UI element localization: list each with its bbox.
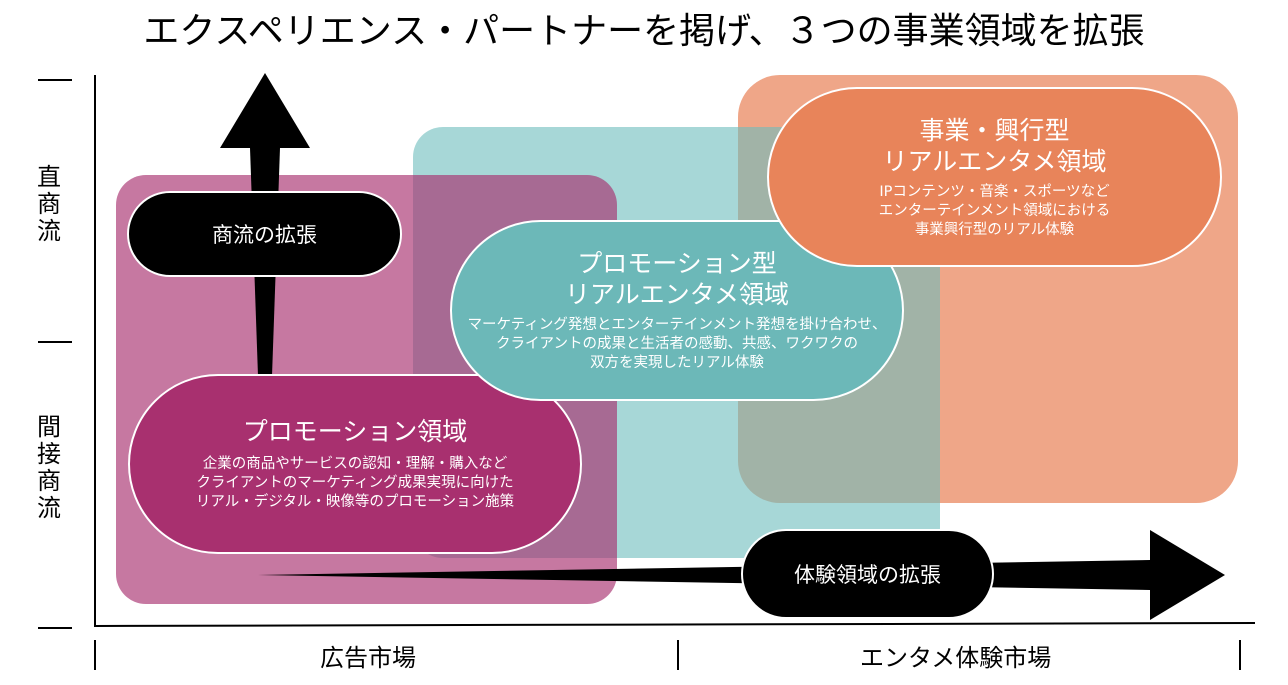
title-line: リアルエンタメ領域 [564, 280, 789, 309]
domain-title: プロモーション型 リアルエンタメ領域 [565, 248, 789, 310]
desc-line: エンターテインメント領域における [878, 202, 1111, 219]
up-arrow-head-icon [220, 73, 310, 148]
title-line: 事業・興行型 [919, 115, 1070, 145]
title-line: プロモーション型 [577, 249, 777, 278]
title-line: リアルエンタメ領域 [882, 146, 1107, 176]
domain-description: マーケティング発想とエンターテインメント発想を掛け合わせ、 クライアントの成果と… [468, 316, 887, 373]
desc-line: IPコンテンツ・音楽・スポーツなど [879, 183, 1110, 200]
x-label-ent-market: エンタメ体験市場 [860, 644, 1052, 672]
event-entertainment-domain: 事業・興行型 リアルエンタメ領域 IPコンテンツ・音楽・スポーツなど エンターテ… [767, 87, 1222, 267]
right-arrow-shaft [258, 560, 1150, 590]
desc-line: クライアントの成果と生活者の感動、共感、ワクワクの [496, 336, 858, 352]
commerce-expansion-label: 商流の拡張 [127, 191, 402, 277]
page-title: エクスペリエンス・パートナーを掲げ、３つの事業領域を拡張 [143, 11, 1145, 52]
desc-line: マーケティング発想とエンターテインメント発想を掛け合わせ、 [467, 317, 887, 333]
desc-line: リアル・デジタル・映像等のプロモーション施策 [195, 494, 515, 510]
right-arrow-head-icon [1150, 530, 1225, 620]
desc-line: 企業の商品やサービスの認知・理解・購入など [202, 456, 508, 472]
domain-title: プロモーション領域 [242, 417, 468, 446]
domain-description: 企業の商品やサービスの認知・理解・購入など クライアントのマーケティング成果実現… [196, 455, 514, 512]
y-label-direct: 直商流 [37, 163, 61, 245]
desc-line: 事業興行型のリアル体験 [914, 221, 1075, 238]
x-label-ad-market: 広告市場 [320, 644, 416, 672]
experience-expansion-label: 体験領域の拡張 [741, 529, 994, 619]
promotion-domain: プロモーション領域 企業の商品やサービスの認知・理解・購入など クライアントのマ… [128, 374, 582, 554]
desc-line: 双方を実現したリアル体験 [590, 355, 764, 371]
domain-title: 事業・興行型 リアルエンタメ領域 [882, 115, 1106, 177]
domain-description: IPコンテンツ・音楽・スポーツなど エンターテインメント領域における 事業興行型… [879, 183, 1111, 240]
desc-line: クライアントのマーケティング成果実現に向けた [196, 475, 514, 491]
x-axis-line [94, 622, 1256, 627]
y-label-indirect: 間接商流 [37, 413, 61, 522]
